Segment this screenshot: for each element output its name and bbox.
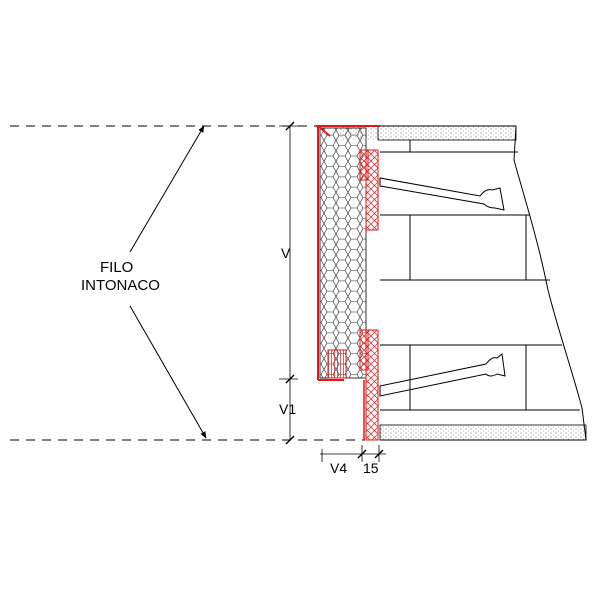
adhesive-strip-lower: [365, 329, 379, 441]
red-profile-top: [316, 125, 380, 140]
leader-arrow-bottom: [129, 305, 207, 439]
plaster-line-label-line2: INTONACO: [81, 277, 160, 294]
insulation-hex-panel: [319, 127, 367, 379]
dimension-v4-label: V4: [330, 460, 347, 476]
dimension-v1: V1: [279, 379, 296, 445]
dimension-v4-15: V4 15: [320, 445, 386, 476]
dimension-v1-label: V1: [279, 401, 296, 417]
dimension-15-label: 15: [363, 460, 379, 476]
masonry-courses: [380, 140, 580, 411]
adhesive-strip-lower-tab: [359, 329, 369, 371]
top-plaster-band: [377, 125, 517, 141]
dimension-v: V: [279, 121, 298, 384]
red-base-block: [327, 349, 347, 379]
adhesive-strip-upper: [365, 149, 379, 231]
plaster-line-label-line1: FILO: [100, 259, 133, 276]
leader-arrow-top: [129, 125, 205, 253]
wall-outline: [378, 125, 587, 441]
bottom-plaster-band: [379, 424, 587, 441]
dimension-v-label: V: [281, 245, 291, 261]
anchor-tie-top: [379, 177, 505, 211]
adhesive-strip-upper-tab: [359, 149, 369, 181]
anchor-tie-bottom: [379, 353, 506, 397]
